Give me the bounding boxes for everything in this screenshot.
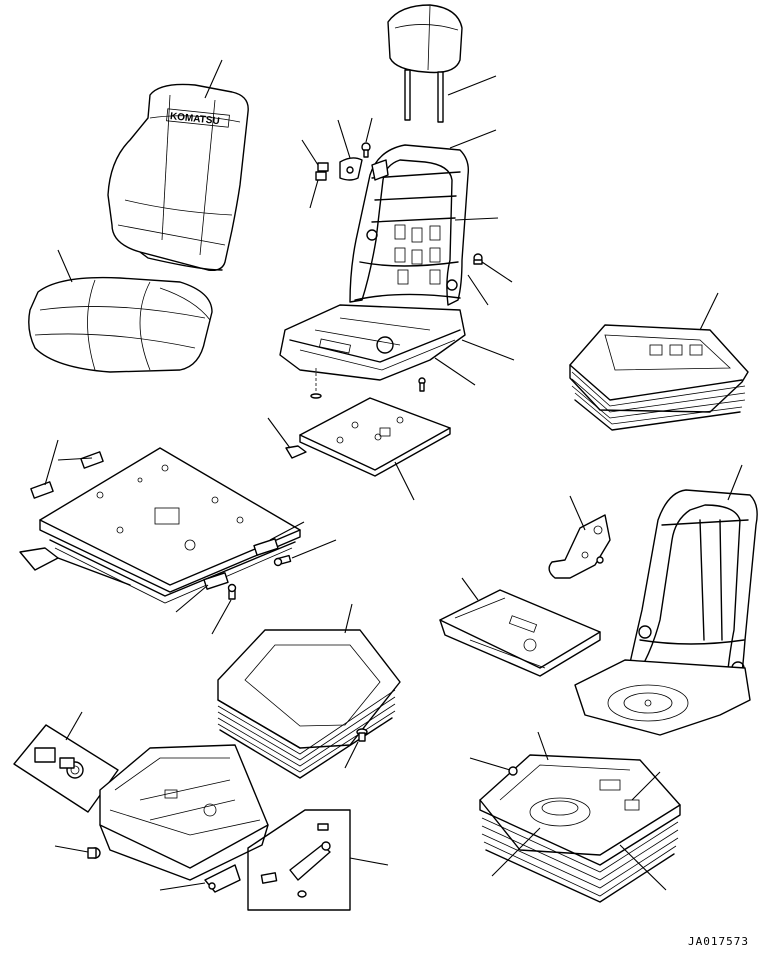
leader-adjust-knob: [54, 845, 89, 853]
leader-slider-left: [175, 584, 209, 613]
leader-headrest: [447, 75, 497, 96]
leader-bolt-a: [365, 117, 373, 143]
leader-clip-2: [309, 179, 319, 209]
adjust-knob-left[interactable]: [87, 847, 101, 859]
leader-rail-covers-2: [57, 457, 93, 461]
headrest[interactable]: [387, 4, 463, 123]
leader-susp-right-1: [469, 757, 511, 771]
spacer-part[interactable]: [310, 368, 322, 399]
leader-damper: [349, 857, 389, 866]
leader-susp-right-5: [619, 844, 667, 891]
slider-block-right[interactable]: [253, 538, 279, 556]
screw-right[interactable]: [273, 554, 292, 567]
seat-pan-lower[interactable]: [439, 589, 601, 677]
leader-seat-pan-lower: [461, 577, 479, 601]
suspension-unit-top-right[interactable]: [569, 324, 749, 431]
leader-suspension-base: [344, 603, 353, 634]
bolt-part-c[interactable]: [418, 377, 426, 392]
leader-back-cushion: [204, 59, 223, 99]
leader-mount-plate: [394, 461, 415, 501]
leader-suspension-top-right: [699, 292, 719, 331]
connector-detail-box[interactable]: [13, 724, 119, 813]
leader-bolt-b: [481, 261, 513, 283]
slide-plate[interactable]: [19, 447, 301, 604]
leader-frame-right: [727, 464, 743, 501]
lever-bracket[interactable]: [548, 514, 611, 579]
slide-rail-covers[interactable]: [30, 451, 104, 499]
clip-part[interactable]: [315, 162, 329, 181]
leader-susp-right-3: [631, 771, 661, 801]
suspension-assembly-right[interactable]: [479, 754, 681, 903]
screw-left[interactable]: [227, 583, 237, 600]
drawing-id: JA017573: [688, 935, 749, 948]
leader-headrest-guide: [449, 129, 497, 149]
bracket-part-a[interactable]: [371, 159, 389, 181]
suspension-base-center[interactable]: [217, 629, 401, 779]
damper-detail-box[interactable]: [247, 809, 351, 911]
slider-block-left[interactable]: [203, 572, 229, 590]
mount-plate[interactable]: [285, 397, 451, 477]
leader-screw-right: [291, 539, 337, 559]
leader-susp-right-2: [537, 731, 549, 761]
leader-seat-cushion: [57, 249, 73, 283]
seat-pan-right[interactable]: [574, 659, 751, 736]
leader-frame-4: [467, 274, 489, 306]
suspension-mechanism[interactable]: [99, 744, 269, 881]
back-cushion[interactable]: KOMATSU: [107, 83, 249, 272]
seat-pan-frame[interactable]: [279, 304, 466, 381]
leader-bracket: [569, 495, 586, 531]
seat-back-frame[interactable]: [349, 144, 470, 306]
leader-connector: [65, 711, 83, 741]
seat-cushion[interactable]: [28, 276, 213, 373]
leader-knob: [337, 119, 351, 159]
leader-frame-3: [434, 357, 476, 386]
leader-clip: [301, 139, 319, 166]
back-cushion-logo: KOMATSU: [169, 111, 220, 127]
bolt-part-b[interactable]: [473, 253, 483, 265]
damper-screw[interactable]: [356, 728, 368, 742]
leader-frame-1: [454, 217, 499, 221]
leader-susp-right-4: [491, 827, 541, 877]
knob-part[interactable]: [339, 157, 363, 181]
lever-handle-lower[interactable]: [204, 864, 241, 893]
leader-lever: [267, 417, 291, 449]
leader-rail-covers: [44, 439, 59, 486]
leader-frame-2: [461, 339, 515, 361]
leader-lever-handle: [159, 882, 206, 891]
leader-screw-left: [211, 599, 232, 635]
leader-slider-right: [269, 521, 305, 541]
bolt-part-a[interactable]: [361, 142, 371, 158]
leader-damper-screw: [344, 741, 359, 769]
